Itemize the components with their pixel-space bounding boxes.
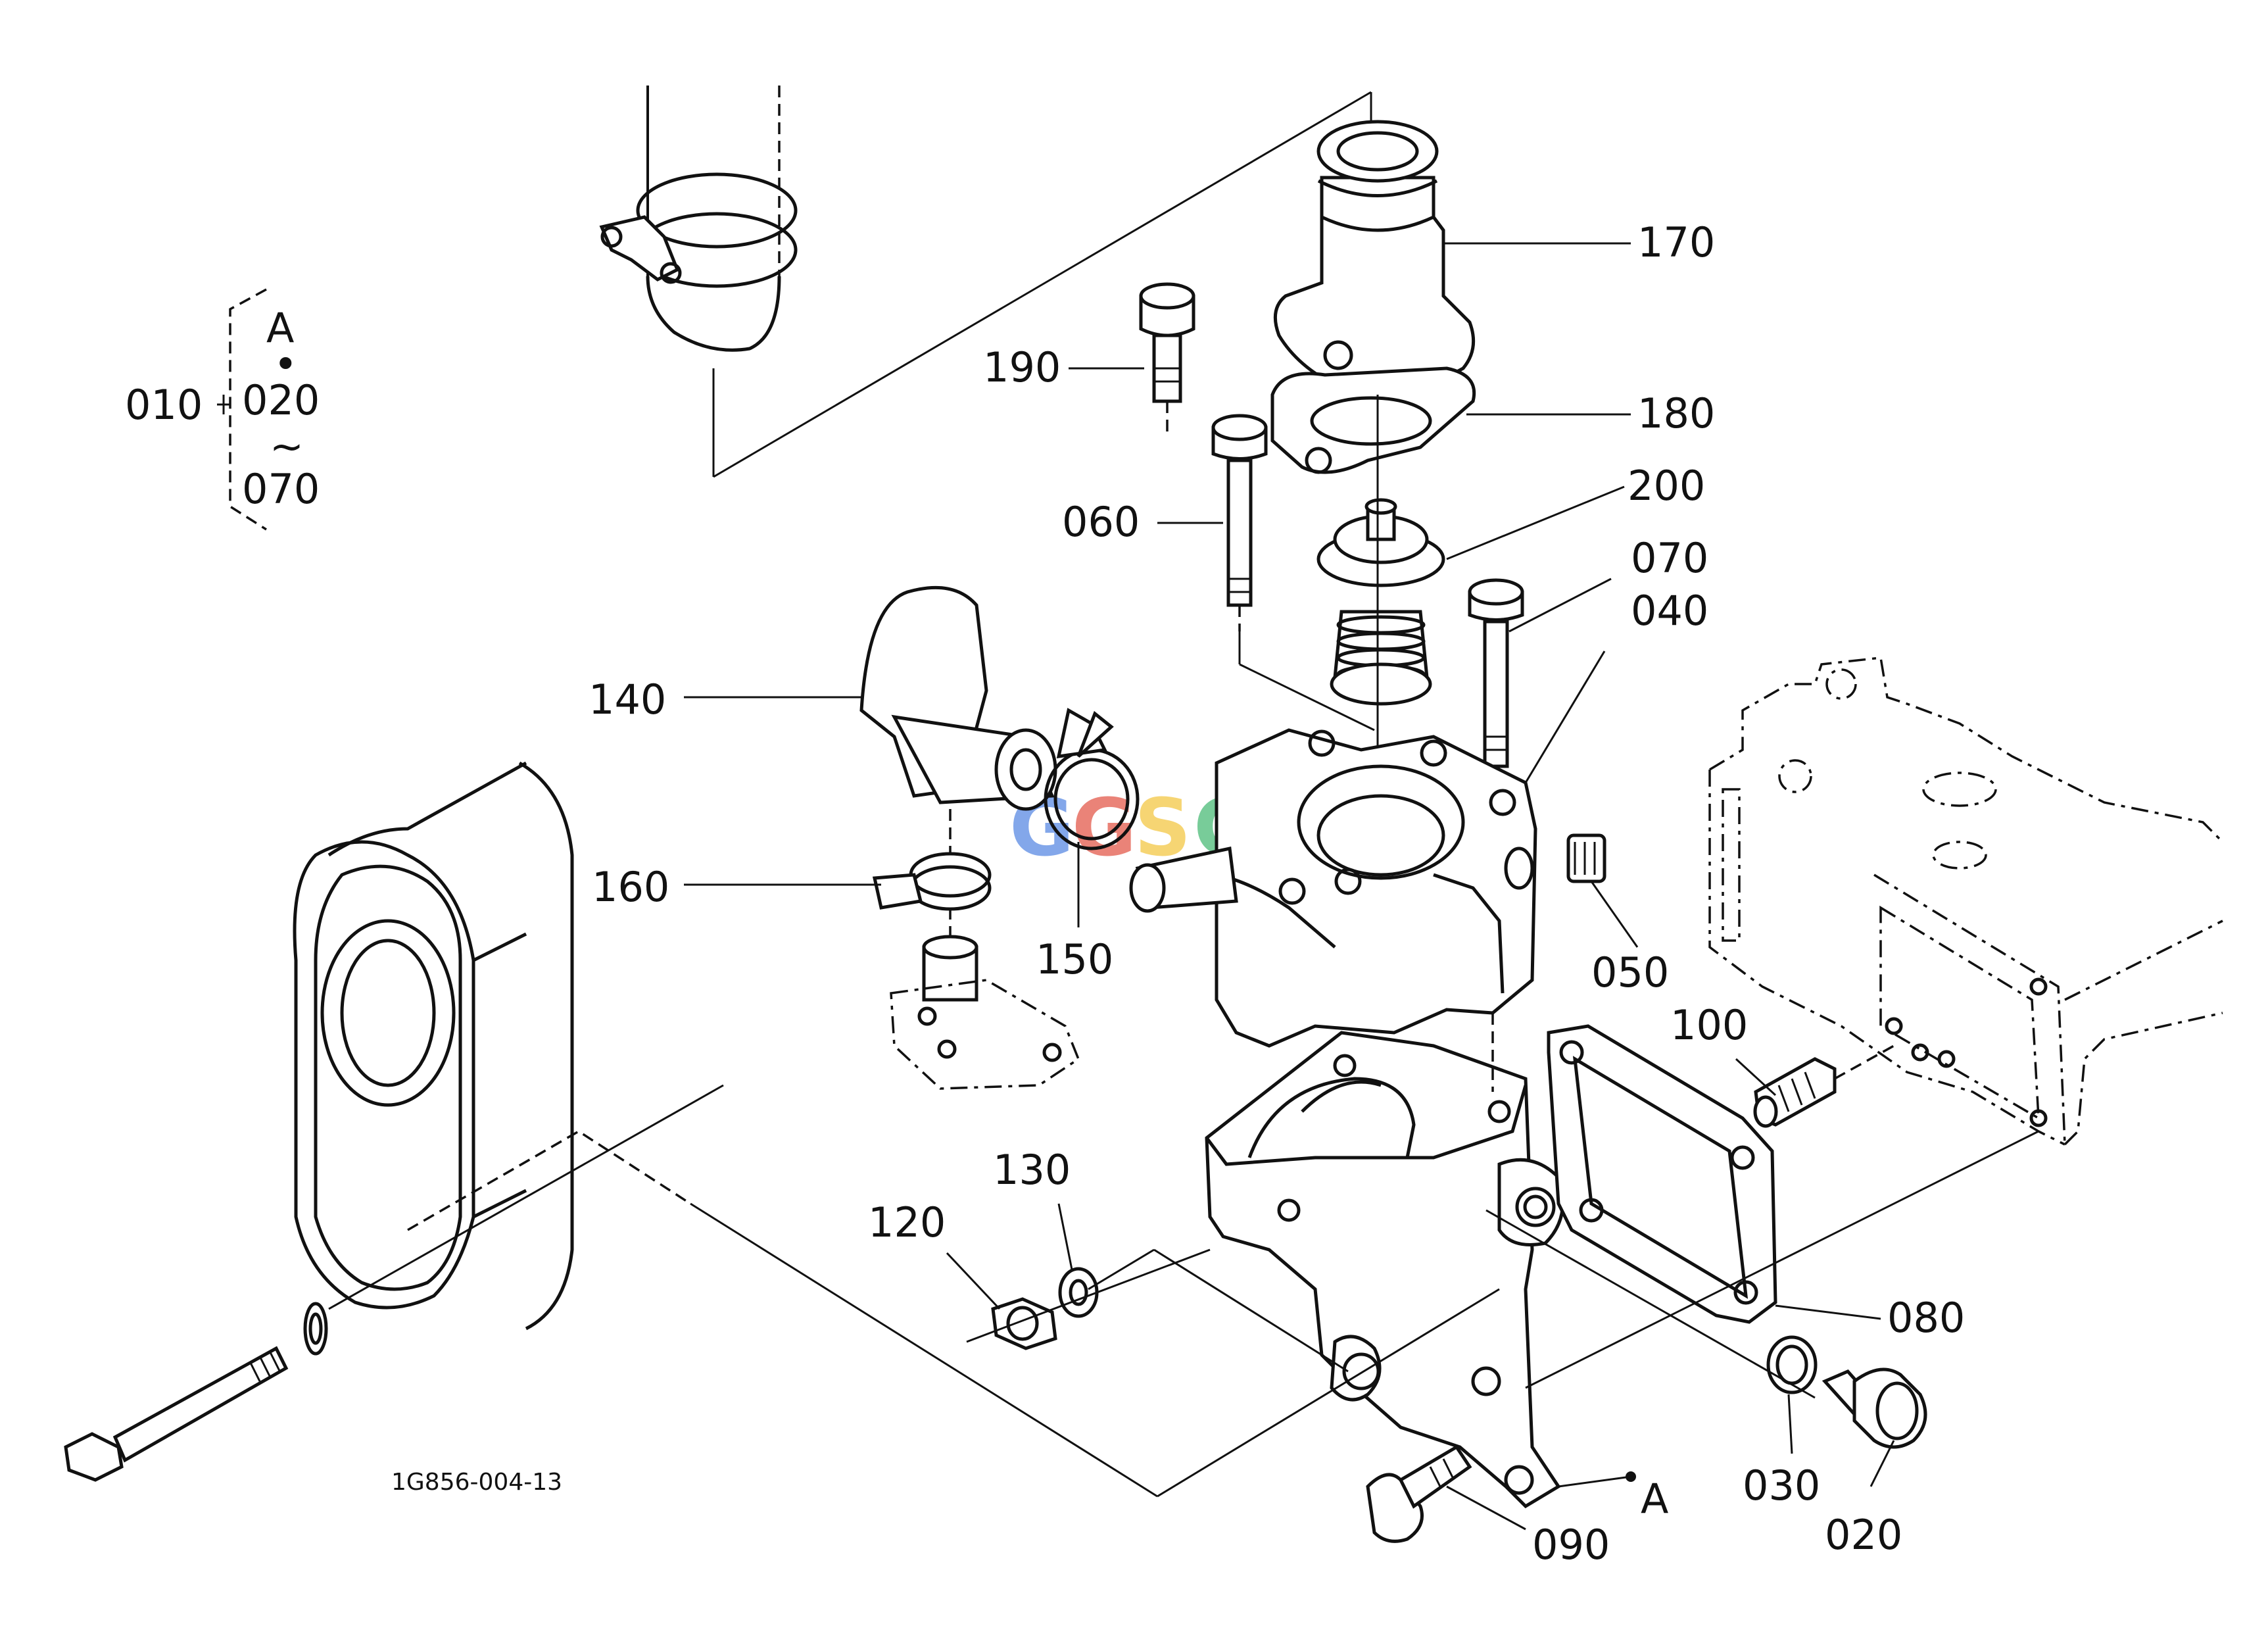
callout-070: 070: [1631, 534, 1708, 582]
bolt-060-reference-line-2: [1239, 663, 1375, 731]
callout-050: 050: [1591, 948, 1669, 996]
plug-050-illustration: [1566, 833, 1606, 883]
watermark-letter-2: G: [1072, 783, 1137, 874]
assembly-key-range-start: 020: [242, 376, 320, 424]
assembly-key-range-end: 070: [242, 465, 320, 513]
callout-040: 040: [1631, 587, 1708, 635]
callout-120: 120: [868, 1198, 946, 1246]
engine-block-illustration: [1708, 656, 2224, 1146]
washer-030-illustration: [1766, 1335, 1818, 1394]
lower-reference-lines: [690, 1013, 2039, 1498]
callout-090: 090: [1532, 1521, 1610, 1569]
callout-150: 150: [1036, 935, 1113, 983]
washer-130-illustration: [1058, 1267, 1099, 1318]
bolt-070-illustration: [1468, 578, 1524, 768]
bolt-060-illustration: [1211, 414, 1268, 631]
drawing-number: 1G856-004-13: [391, 1469, 562, 1496]
callout-190: 190: [983, 343, 1061, 391]
callout-080: 080: [1887, 1294, 1965, 1342]
callout-160: 160: [592, 863, 669, 911]
thermostat-200-illustration: [1316, 498, 1445, 706]
callout-labels: 170 190 180 060 200 070 040 140 160 150 …: [391, 218, 1965, 1569]
drain-plug-020-illustration: [1822, 1367, 1927, 1449]
hose-clip-150-illustration: [1044, 708, 1140, 850]
pipe-fitting-illustration: [890, 809, 1080, 1090]
water-outlet-flange: [1273, 120, 1476, 397]
gasket-080-illustration: [1547, 1024, 1777, 1324]
nut-120-illustration: [966, 1248, 1211, 1350]
thermostat-housing: [1129, 728, 1537, 1048]
callout-100: 100: [1670, 1001, 1748, 1049]
reference-point-marker: [1626, 1471, 1636, 1482]
callout-030: 030: [1743, 1462, 1820, 1510]
assembly-key-parent: 010: [125, 381, 203, 429]
callout-020: 020: [1825, 1511, 1902, 1559]
hose-clip-160-illustration: [872, 852, 992, 911]
callout-170: 170: [1637, 218, 1715, 266]
reference-point-label: A: [1641, 1475, 1668, 1523]
long-bolt-illustration: [64, 1084, 724, 1482]
callout-060: 060: [1062, 498, 1140, 546]
callout-200: 200: [1628, 462, 1705, 510]
callout-130: 130: [993, 1146, 1071, 1194]
water-pump-body: [1205, 1031, 1565, 1509]
assembly-key-bullet: •: [274, 340, 298, 388]
bolt-190-illustration: [1139, 282, 1195, 434]
pulley-illustration: [293, 761, 691, 1331]
assembly-key: 010 A • 020 ~ 070: [125, 288, 320, 531]
bolt-090-illustration: [1366, 1444, 1472, 1543]
assembly-key-ref-letter: A: [266, 304, 294, 352]
assembly-key-tilde: ~: [270, 422, 304, 470]
gasket-180-illustration: [1270, 366, 1476, 474]
callout-180: 180: [1637, 389, 1715, 437]
callout-140: 140: [589, 676, 666, 724]
upper-hose-illustration: [599, 86, 798, 352]
leader-lines: [684, 242, 1895, 1531]
bypass-hose-140-illustration: [859, 585, 1057, 811]
stud-100-illustration: [1753, 1045, 1894, 1128]
